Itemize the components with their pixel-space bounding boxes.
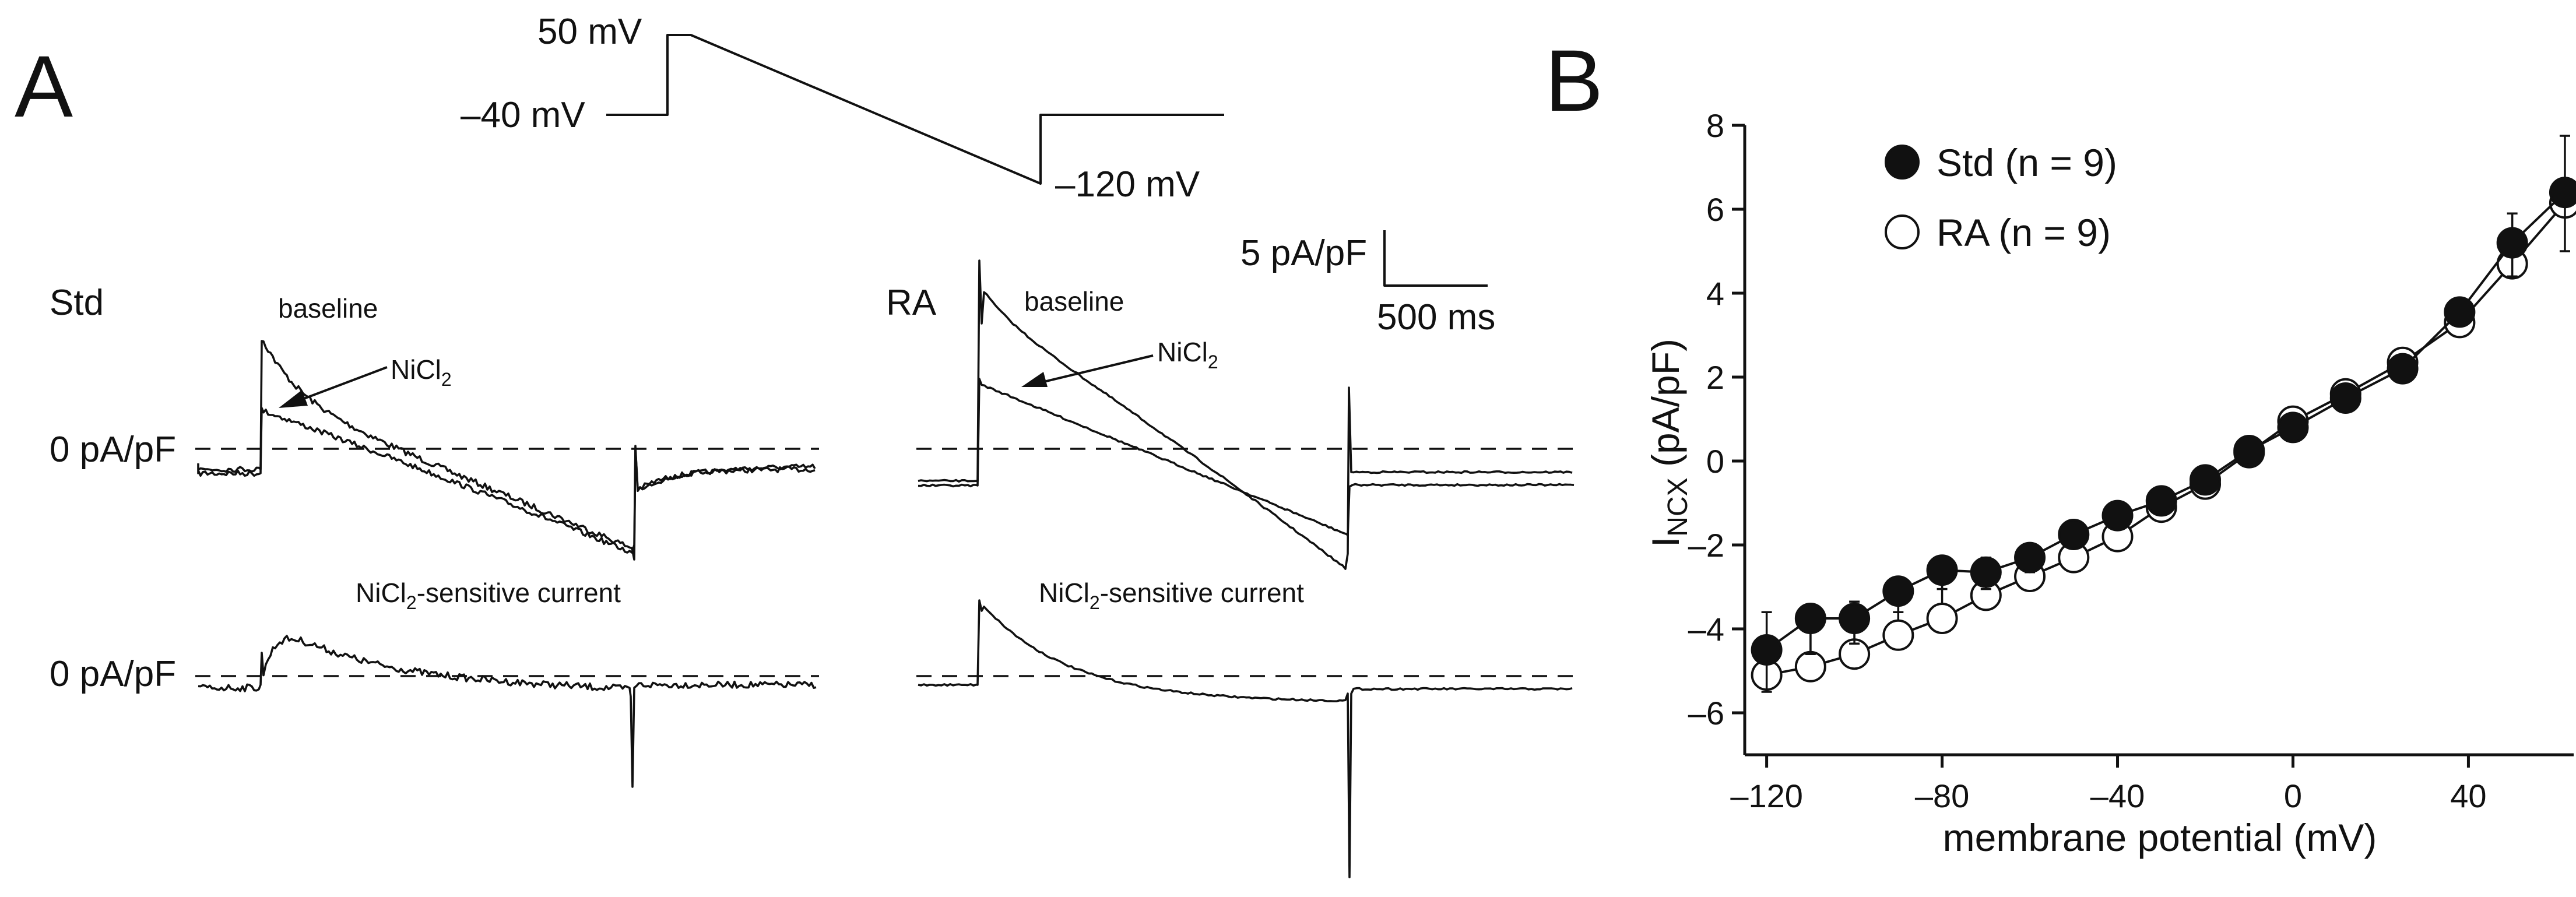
data-point: [2496, 227, 2528, 259]
scale-bar-current: 5 pA/pF: [1240, 233, 1367, 273]
panel-b: B –6 –4 –2 0 2 4 6 8 –120 –80 –40 0 40 INCX (pA/pF)…: [1545, 31, 2576, 859]
std-zero-label-top: 0 pA/pF: [50, 430, 176, 470]
scale-bar: 5 pA/pF 500 ms: [1240, 230, 1495, 337]
std-traces: Std baseline NiCl2 0 pA/pF NiCl2-sensiti…: [50, 283, 819, 788]
ncx-iv-chart: –6 –4 –2 0 2 4 6 8 –120 –80 –40 0 40 INCX (pA/pF) m…: [1644, 107, 2576, 859]
data-point: [1926, 603, 1958, 634]
data-point: [1882, 619, 1914, 651]
data-point: [2387, 353, 2419, 385]
ra-nicl2-arrowhead: [1021, 372, 1048, 387]
legend-marker-std: [1885, 145, 1920, 180]
std-baseline-trace: [197, 340, 816, 561]
data-point: [1794, 603, 1826, 634]
y-tick-label: –6: [1688, 695, 1724, 731]
y-tick-label: 8: [1706, 107, 1724, 144]
series-open: [1751, 135, 2576, 691]
x-tick-label: –40: [2090, 778, 2145, 814]
data-point: [2101, 499, 2134, 532]
panel-b-letter: B: [1545, 31, 1603, 129]
legend-marker-ra: [1885, 214, 1920, 249]
voltage-protocol: 50 mV –40 mV –120 mV: [461, 12, 1224, 205]
x-tick-label: 0: [2284, 778, 2302, 814]
protocol-top-voltage: 50 mV: [537, 12, 642, 52]
protocol-trace: [606, 34, 1224, 185]
x-tick-label: –120: [1730, 778, 1803, 814]
data-point: [2549, 177, 2576, 209]
data-point: [1926, 554, 1958, 586]
data-point: [1882, 575, 1914, 607]
x-tick-label: –80: [1915, 778, 1969, 814]
data-point: [2058, 519, 2090, 550]
ra-nicl2-arrow-line: [1036, 354, 1154, 385]
data-point: [1751, 634, 1783, 666]
ra-baseline-label: baseline: [1024, 286, 1124, 316]
legend-label-ra: RA (n = 9): [1937, 211, 2111, 254]
x-axis-title: membrane potential (mV): [1943, 816, 2377, 859]
protocol-bottom-voltage: –120 mV: [1055, 164, 1200, 205]
std-baseline-label: baseline: [278, 293, 378, 323]
data-point: [2014, 541, 2046, 574]
data-point: [1970, 556, 2002, 588]
x-tick-label: 40: [2450, 778, 2486, 814]
legend: Std (n = 9) RA (n = 9): [1885, 141, 2117, 254]
legend-label-std: Std (n = 9): [1937, 141, 2117, 184]
y-axis-title: INCX (pA/pF): [1644, 339, 1693, 547]
ra-nicl2-label: NiCl2: [1157, 337, 1218, 372]
data-point: [2233, 435, 2265, 466]
ra-sensitive-label: NiCl2-sensitive current: [1039, 578, 1304, 613]
data-point: [1839, 603, 1871, 634]
ra-label: RA: [886, 283, 937, 323]
scale-bar-lines: [1383, 230, 1488, 287]
data-point: [1794, 650, 1826, 683]
panel-a-letter: A: [15, 37, 73, 135]
series-filled: [1751, 177, 2576, 693]
std-sensitive-trace: [198, 635, 817, 788]
ra-traces: RA baseline NiCl2 NiCl2-sensitive curren…: [886, 259, 1575, 878]
data-point: [2145, 485, 2177, 517]
scale-bar-time: 500 ms: [1377, 297, 1495, 337]
std-nicl2-arrowhead: [279, 390, 308, 408]
std-label: Std: [50, 283, 104, 323]
y-tick-label: 0: [1706, 443, 1724, 480]
panel-a: A 50 mV –40 mV –120 mV 5 pA/pF 500 ms St…: [15, 12, 1575, 878]
std-nicl2-arrow-line: [291, 366, 388, 404]
ra-nicl2-trace: [918, 378, 1575, 536]
y-tick-label: 2: [1706, 359, 1724, 396]
data-point: [2444, 296, 2476, 328]
data-point: [2329, 382, 2361, 414]
y-tick-label: –4: [1688, 611, 1724, 648]
protocol-holding-voltage: –40 mV: [461, 95, 585, 135]
std-nicl2-label: NiCl2: [391, 354, 452, 390]
y-tick-label: 6: [1706, 191, 1724, 228]
y-ticks: –6 –4 –2 0 2 4 6 8: [1688, 107, 1745, 731]
std-sensitive-label: NiCl2-sensitive current: [356, 578, 621, 613]
data-point: [2277, 411, 2309, 444]
std-nicl2-trace: [198, 407, 816, 554]
x-ticks: –120 –80 –40 0 40: [1730, 755, 2487, 814]
y-tick-label: 4: [1706, 275, 1724, 312]
ra-sensitive-trace: [918, 599, 1573, 878]
data-point: [2190, 464, 2221, 496]
y-tick-label: –2: [1688, 527, 1724, 564]
series-line: [1766, 202, 2566, 677]
std-zero-label-bottom: 0 pA/pF: [50, 654, 176, 694]
series-layer: [1751, 135, 2576, 693]
